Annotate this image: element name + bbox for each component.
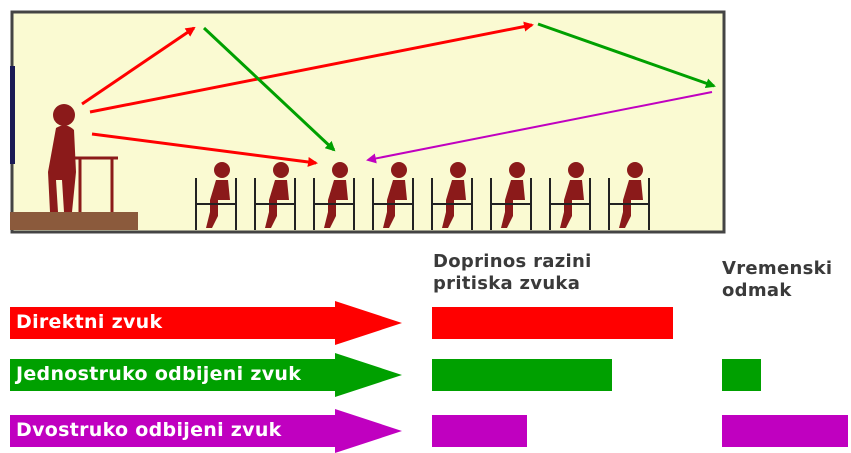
direct-path-to-ceiling-2 <box>89 21 534 114</box>
contribution-header-line2: pritiska zvuka <box>433 273 581 294</box>
direct-path-to-listener <box>91 132 318 167</box>
contribution-bar-double <box>432 415 527 447</box>
arrow-shape-direct <box>10 301 402 345</box>
room-background <box>10 10 726 234</box>
left-wall <box>10 66 15 164</box>
contribution-header-line1: Doprinos razini <box>433 251 592 272</box>
lectern <box>72 156 118 212</box>
seated-listener <box>254 162 296 230</box>
seated-listener <box>490 162 532 230</box>
direct-path-to-ceiling-1 <box>81 26 196 106</box>
room-diagram <box>10 10 726 234</box>
seated-listener <box>195 162 237 230</box>
delay-header-line1: Vremenski <box>722 258 833 279</box>
delay-header-line2: odmak <box>722 280 792 301</box>
stage <box>10 212 138 230</box>
legend-arrow-double: Dvostruko odbijeni zvuk <box>10 409 402 453</box>
seated-listener <box>372 162 414 230</box>
seated-listener <box>549 162 591 230</box>
contribution-header: Doprinos razini pritiska zvuka <box>433 251 592 295</box>
legend-arrow-single: Jednostruko odbijeni zvuk <box>10 353 402 397</box>
legend-label-direct: Direktni zvuk <box>16 311 163 333</box>
seated-listener <box>608 162 650 230</box>
sound-paths <box>81 21 716 167</box>
audience <box>195 162 650 230</box>
double-reflection-path <box>366 91 713 164</box>
seated-listener <box>431 162 473 230</box>
legend-arrow-direct: Direktni zvuk <box>10 301 402 345</box>
single-reflection-path-1 <box>202 26 336 152</box>
speaker-figure <box>48 104 76 212</box>
delay-bar-double <box>722 415 848 447</box>
delay-header: Vremenski odmak <box>722 258 832 302</box>
arrow-shape-double <box>10 409 402 453</box>
single-reflection-path-2 <box>537 22 716 89</box>
arrow-shape-single <box>10 353 402 397</box>
delay-bar-single <box>722 359 761 391</box>
seated-listener <box>313 162 355 230</box>
contribution-bar-single <box>432 359 612 391</box>
legend-label-double: Dvostruko odbijeni zvuk <box>16 419 282 441</box>
contribution-bar-direct <box>432 307 673 339</box>
legend-label-single: Jednostruko odbijeni zvuk <box>16 363 302 385</box>
